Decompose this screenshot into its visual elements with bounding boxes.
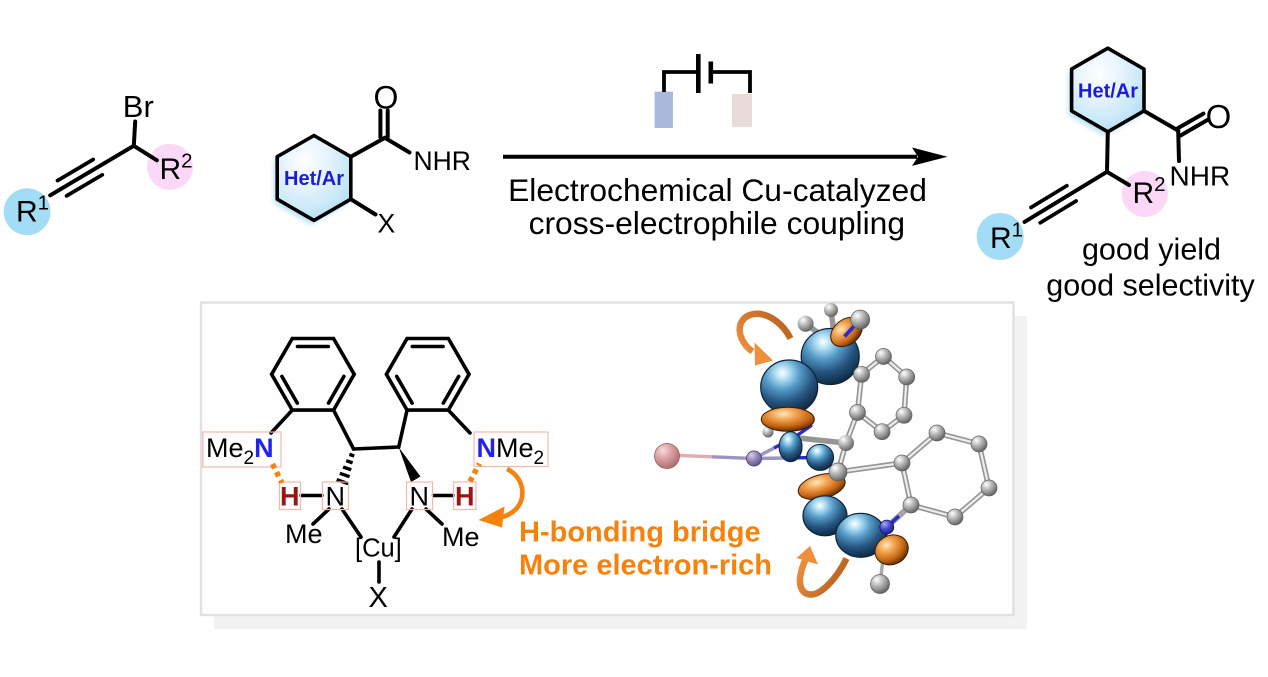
svg-text:NHR: NHR [414,146,471,176]
svg-text:Me: Me [442,522,480,552]
svg-text:Het/Ar: Het/Ar [284,168,344,190]
svg-text:Br: Br [123,89,154,124]
svg-text:good yield: good yield [1082,233,1221,267]
svg-text:X: X [378,208,396,238]
svg-text:[Cu]: [Cu] [355,535,402,563]
svg-text:O: O [374,79,399,115]
svg-text:More electron-rich: More electron-rich [519,550,772,582]
svg-text:cross-electrophile coupling: cross-electrophile coupling [529,205,905,241]
svg-text:N: N [326,482,346,512]
svg-text:H: H [455,482,475,512]
svg-text:O: O [1206,98,1232,135]
svg-text:good selectivity: good selectivity [1046,268,1255,302]
svg-text:R1: R1 [16,191,49,228]
svg-text:Het/Ar: Het/Ar [1078,81,1138,103]
svg-text:H: H [280,482,300,512]
svg-text:Me: Me [285,519,323,549]
svg-text:H-bonding bridge: H-bonding bridge [519,517,761,549]
svg-text:N: N [410,482,430,512]
svg-text:X: X [369,582,388,614]
svg-text:Electrochemical Cu-catalyzed: Electrochemical Cu-catalyzed [508,172,927,208]
svg-text:NHR: NHR [1170,161,1231,192]
